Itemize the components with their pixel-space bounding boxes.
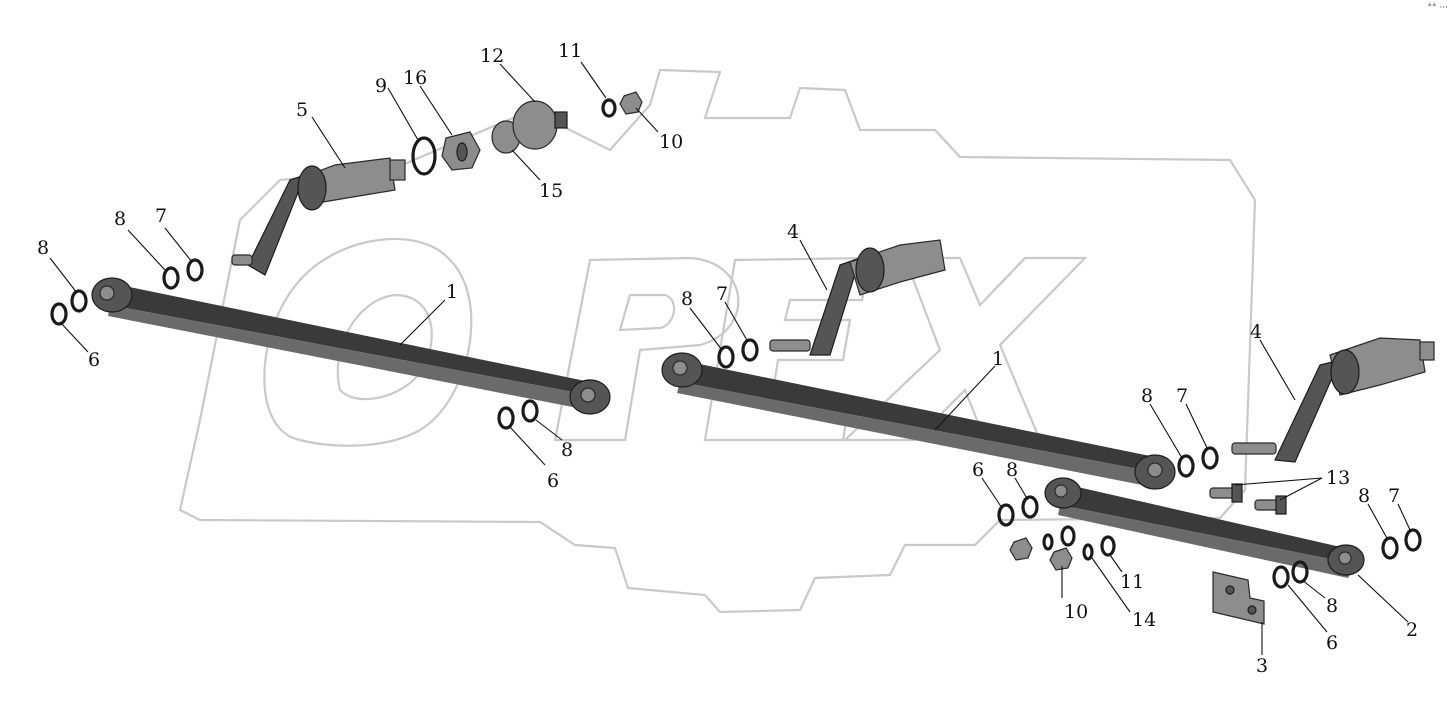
arm-4-middle — [769, 239, 946, 356]
callout-9: 9 — [375, 75, 387, 97]
callout-15: 15 — [539, 180, 563, 202]
washer-8-c — [717, 345, 735, 369]
callouts: 5 9 16 12 11 10 15 8 7 8 6 1 8 6 4 8 7 1… — [37, 40, 1418, 677]
callout-8-e: 8 — [1006, 459, 1018, 481]
callout-11-bottom: 11 — [1120, 571, 1144, 593]
callout-13: 13 — [1326, 467, 1350, 489]
corner-mark: °° ··· — [1427, 3, 1448, 13]
callout-14: 14 — [1132, 609, 1156, 631]
bolt-13-a — [1209, 483, 1243, 503]
nut-10-b — [1049, 547, 1073, 571]
callout-7-c: 7 — [716, 283, 728, 305]
washer-11-a — [1060, 525, 1076, 547]
rod-1-middle — [661, 352, 1176, 490]
washer-9 — [411, 136, 437, 176]
rod-1-left — [91, 277, 611, 415]
washer-8-f — [1381, 536, 1399, 560]
washer-14-a — [1042, 533, 1054, 551]
callout-8-g: 8 — [1326, 595, 1338, 617]
washer-11-top — [601, 98, 617, 118]
callout-8-mid: 8 — [561, 439, 573, 461]
arm-4-right — [1231, 337, 1435, 463]
cap-12 — [512, 100, 568, 150]
callout-2: 2 — [1406, 619, 1418, 641]
callout-6-g: 6 — [1326, 632, 1338, 654]
callout-1-left: 1 — [446, 281, 458, 303]
callout-10-top: 10 — [659, 131, 683, 153]
bolt-13-b — [1254, 495, 1287, 515]
callout-12: 12 — [480, 45, 504, 67]
arm-5 — [231, 157, 406, 276]
callout-8-d: 8 — [1141, 385, 1153, 407]
callout-7-f: 7 — [1388, 485, 1400, 507]
washer-6-left — [50, 302, 68, 326]
callout-6-left: 6 — [88, 349, 100, 371]
rod-2 — [1044, 477, 1365, 578]
leader-lines — [49, 61, 1412, 655]
washer-7-top — [186, 258, 204, 282]
washer-8-d — [1177, 454, 1195, 478]
washer-7-d — [1201, 446, 1219, 470]
washer-8-g — [1291, 560, 1309, 584]
washer-14-b — [1082, 543, 1094, 561]
callout-8-f: 8 — [1358, 485, 1370, 507]
callout-8-left: 8 — [37, 237, 49, 259]
callout-7-d: 7 — [1176, 385, 1188, 407]
callout-8-c: 8 — [681, 288, 693, 310]
callout-3: 3 — [1256, 655, 1268, 677]
washer-7-c — [741, 338, 759, 362]
washer-11-b — [1100, 535, 1116, 557]
plate-3 — [1212, 571, 1265, 625]
washer-8-mid — [521, 399, 539, 423]
callout-6-mid: 6 — [547, 470, 559, 492]
callout-8-top: 8 — [114, 208, 126, 230]
washer-6-mid — [497, 406, 515, 430]
callout-4-right: 4 — [1250, 321, 1262, 343]
washer-7-f — [1404, 528, 1422, 552]
washer-6-g — [1272, 565, 1290, 589]
callout-11-top: 11 — [558, 40, 582, 62]
washer-6-e — [997, 503, 1015, 527]
washer-8-top — [162, 266, 180, 290]
washer-8-left — [70, 289, 88, 313]
callout-4-middle: 4 — [787, 221, 799, 243]
washer-8-e — [1021, 495, 1039, 519]
callout-10-bottom: 10 — [1064, 601, 1088, 623]
callout-5: 5 — [296, 99, 308, 121]
callout-16: 16 — [403, 67, 427, 89]
nut-10-a — [1009, 537, 1033, 561]
callout-6-e: 6 — [972, 459, 984, 481]
nut-16 — [441, 131, 481, 171]
callout-1-middle: 1 — [992, 348, 1004, 370]
callout-7-top: 7 — [155, 205, 167, 227]
